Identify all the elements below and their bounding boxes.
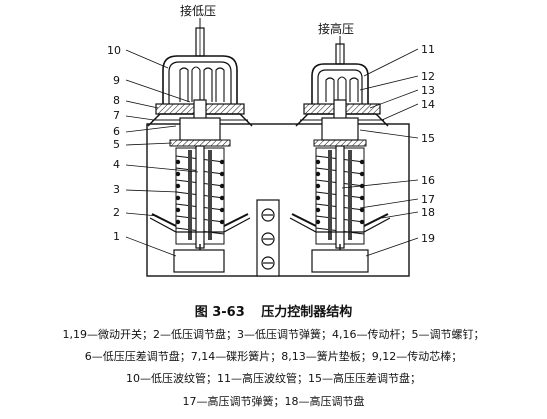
high-pressure-assembly — [289, 43, 391, 273]
label-13: 13 — [421, 84, 435, 97]
low-micro-switch — [173, 249, 225, 273]
left-leader-lines — [125, 49, 199, 257]
low-pressure-bellows-housing — [162, 55, 238, 104]
label-12: 12 — [421, 70, 435, 83]
label-15: 15 — [421, 132, 435, 145]
label-19: 19 — [421, 232, 435, 245]
pressure-controller-diagram: 接低压 接高压 10 9 8 7 6 5 4 3 2 1 11 12 13 14… — [107, 3, 435, 277]
figure-number: 图 3-63 — [194, 305, 245, 320]
label-17: 17 — [421, 193, 435, 206]
label-2: 2 — [113, 206, 120, 219]
label-4: 4 — [113, 158, 120, 171]
label-3: 3 — [113, 183, 120, 196]
low-pressure-assembly — [147, 27, 253, 273]
high-drive-rod — [335, 145, 345, 249]
label-18: 18 — [421, 206, 435, 219]
legend-line-2: 6—低压压差调节盘；7,14—碟形簧片；8,13—簧片垫板；9,12—传动芯棒； — [84, 350, 463, 363]
label-8: 8 — [113, 94, 120, 107]
legend-line-4: 17—高压调节弹簧；18—高压调节盘 — [182, 395, 365, 408]
terminal-block — [256, 199, 280, 277]
high-pressure-bellows-housing — [311, 63, 369, 104]
figure-caption: 图 3-63 压力控制器结构 — [0, 301, 547, 320]
low-pressure-inlet-label: 接低压 — [180, 3, 216, 18]
label-5: 5 — [113, 138, 120, 151]
label-1: 1 — [113, 230, 120, 243]
label-9: 9 — [113, 74, 120, 87]
high-pressure-bellows — [325, 76, 359, 102]
right-leader-lines — [341, 48, 419, 257]
figure-title: 压力控制器结构 — [261, 305, 353, 320]
label-16: 16 — [421, 174, 435, 187]
label-7: 7 — [113, 109, 120, 122]
high-pressure-inlet-label: 接高压 — [318, 21, 354, 36]
label-10: 10 — [107, 44, 121, 57]
label-6: 6 — [113, 125, 120, 138]
legend-line-1: 1,19—微动开关；2—低压调节盘；3—低压调节弹簧；4,16—传动杆；5—调节… — [62, 328, 485, 341]
legend-line-3: 10—低压波纹管；11—高压波纹管；15—高压压差调节盘； — [126, 372, 421, 385]
low-drive-rod — [195, 145, 205, 249]
label-11: 11 — [421, 43, 435, 56]
low-pressure-bellows — [179, 66, 225, 102]
high-micro-switch — [311, 249, 369, 273]
label-14: 14 — [421, 98, 435, 111]
